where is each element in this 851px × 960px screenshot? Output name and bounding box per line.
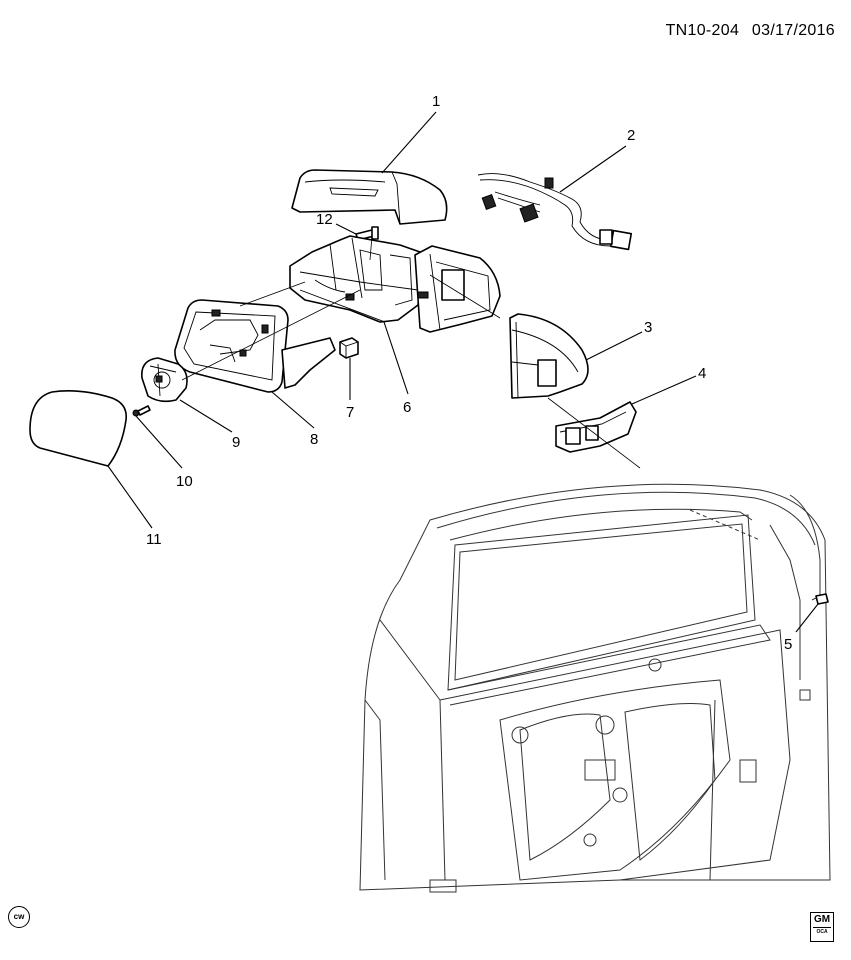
callout-label: 3 xyxy=(644,319,652,336)
gm-logo-text: GM xyxy=(813,914,831,925)
callout-label: 2 xyxy=(627,127,635,144)
assembly-guide-lines xyxy=(181,235,641,469)
gm-logo: GM OCA xyxy=(810,912,834,942)
part-11-mirror-glass xyxy=(29,390,128,467)
callout-label: 4 xyxy=(698,365,706,382)
callout-3: 3 xyxy=(585,319,652,361)
callout-10: 10 xyxy=(135,415,193,490)
part-4-mirror-bracket xyxy=(555,401,637,453)
diagram-header: TN10-204 03/17/2016 xyxy=(658,22,835,40)
gm-logo-subtext: OCA xyxy=(813,927,831,936)
callout-label: 9 xyxy=(232,434,240,451)
callout-label: 5 xyxy=(784,636,792,653)
part-9-mirror-actuator xyxy=(141,357,188,403)
callout-2: 2 xyxy=(559,127,635,193)
callout-label: 1 xyxy=(432,93,440,110)
part-6-mirror-housing xyxy=(289,235,501,333)
callout-label: 11 xyxy=(146,531,162,548)
callout-label: 10 xyxy=(176,473,193,490)
callout-8: 8 xyxy=(271,391,318,448)
cw-symbol: cw xyxy=(8,906,30,928)
callout-label: 12 xyxy=(316,211,333,228)
callout-label: 8 xyxy=(310,431,318,448)
callout-label: 7 xyxy=(346,404,354,421)
part-2-wiring-harness xyxy=(477,173,633,251)
callout-4: 4 xyxy=(631,365,706,405)
part-8-mirror-frame xyxy=(174,299,336,393)
callout-6: 6 xyxy=(383,321,411,416)
part-5-bolt xyxy=(811,593,829,605)
diagram-id: TN10-204 xyxy=(665,22,740,39)
part-7-retainer-clip xyxy=(339,337,359,359)
callout-1: 1 xyxy=(381,93,440,174)
callout-5: 5 xyxy=(784,603,819,653)
diagram-date: 03/17/2016 xyxy=(751,22,835,39)
part-3-mirror-base-cover xyxy=(509,313,589,399)
callout-12: 12 xyxy=(316,211,357,235)
part-1-mirror-cover xyxy=(291,169,448,225)
callout-9: 9 xyxy=(179,399,240,451)
part-10-screw xyxy=(132,405,151,417)
callout-7: 7 xyxy=(346,358,354,421)
rear-door-frame xyxy=(359,483,831,893)
callout-label: 6 xyxy=(403,399,411,416)
callout-11: 11 xyxy=(107,465,162,548)
